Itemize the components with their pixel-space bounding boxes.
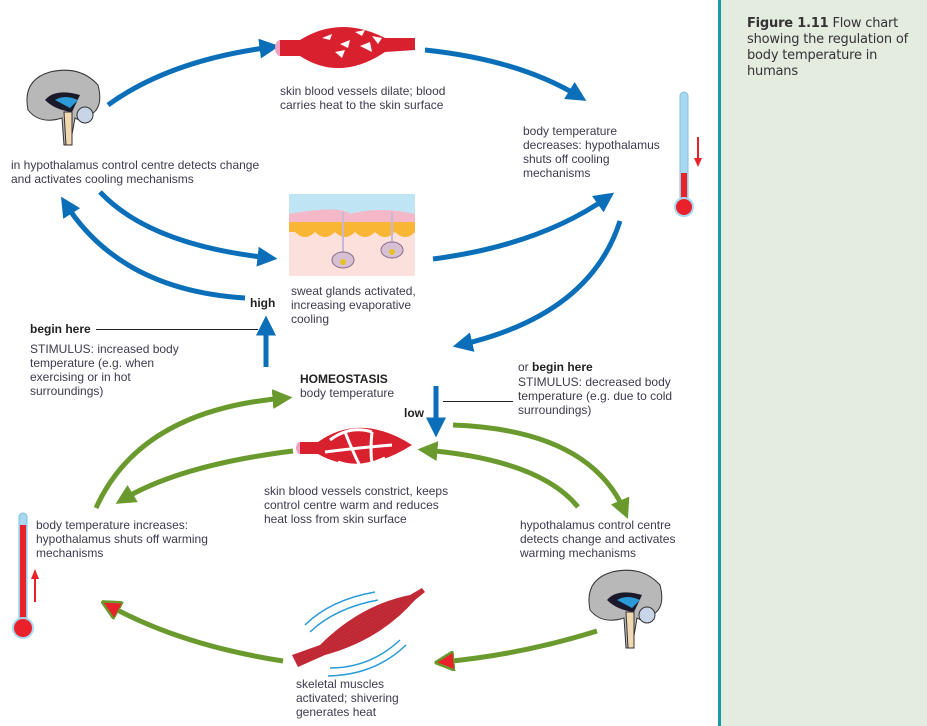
arrow-vessels-to-thermometer [424, 47, 587, 101]
arrow-thermometer-to-center [452, 220, 623, 352]
homeostasis-subtitle: body temperature [300, 386, 395, 400]
figure-caption-text: Flow chart showing the regulation of bod… [747, 16, 908, 79]
caption-sidebar: Figure 1.11 Flow chart showing the regul… [718, 0, 927, 726]
arrow-brain-to-vessels-warm [417, 441, 580, 509]
high-label: high [250, 296, 276, 310]
figure-number: Figure 1.11 [747, 16, 829, 31]
arrow-sweat-to-thermometer [432, 192, 615, 262]
figure-caption: Figure 1.11 Flow chart showing the regul… [747, 16, 917, 80]
begin-here-label: begin here [30, 322, 91, 336]
arrow-vessels-to-thermo [115, 448, 294, 504]
vessels-constrict-label: skin blood vessels constrict, keeps cont… [264, 484, 449, 526]
or-text: or [518, 360, 529, 374]
temp-increases-label: body temperature increases: hypothalamus… [36, 518, 208, 560]
thermometer-increasing-icon [12, 512, 39, 639]
shivering-label: skeletal muscles activated; shivering ge… [296, 677, 399, 719]
or-begin-here-label: or begin here [518, 360, 593, 374]
temp-decreases-label: body temperature decreases: hypothalamus… [523, 124, 660, 180]
vessels-dilate-label: skin blood vessels dilate; blood carries… [280, 84, 446, 112]
constricted-vessels-icon [296, 427, 412, 467]
arrow-high-to-brain [60, 196, 246, 301]
or-begin-here-leader-line [443, 401, 513, 402]
sweat-glands-label: sweat glands activated, increasing evapo… [291, 284, 416, 326]
arrow-brain-to-vessels [106, 38, 280, 108]
homeostasis-title: HOMEOSTASIS [300, 372, 388, 386]
brain-icon-top [26, 69, 101, 146]
brain-warming-label: hypothalamus control centre detects chan… [520, 518, 676, 560]
arrow-low-to-brain [452, 422, 630, 519]
arrow-brain-to-sweat [98, 190, 278, 267]
begin-here-leader-line [96, 329, 258, 330]
thermometer-decreasing-icon [674, 91, 702, 217]
sweat-gland-icon [289, 194, 415, 276]
brain-cooling-label: in hypothalamus control centre detects c… [11, 158, 260, 186]
arrow-brain-to-muscle [442, 628, 598, 662]
brain-icon-bottom [588, 569, 663, 649]
arrow-thermo-to-center [93, 389, 293, 510]
low-label: low [404, 406, 424, 420]
begin-here-text: begin here [532, 360, 593, 374]
flow-diagram [12, 26, 702, 677]
arrow-muscle-to-thermo [108, 605, 284, 664]
skeletal-muscle-icon [292, 588, 425, 677]
dilated-vessels-icon [275, 26, 415, 69]
diagram-canvas: skin blood vessels dilate; blood carries… [11, 26, 702, 719]
stimulus-decreased-label: STIMULUS: decreased body temperature (e.… [518, 375, 673, 417]
stimulus-increased-label: STIMULUS: increased body temperature (e.… [30, 342, 179, 398]
